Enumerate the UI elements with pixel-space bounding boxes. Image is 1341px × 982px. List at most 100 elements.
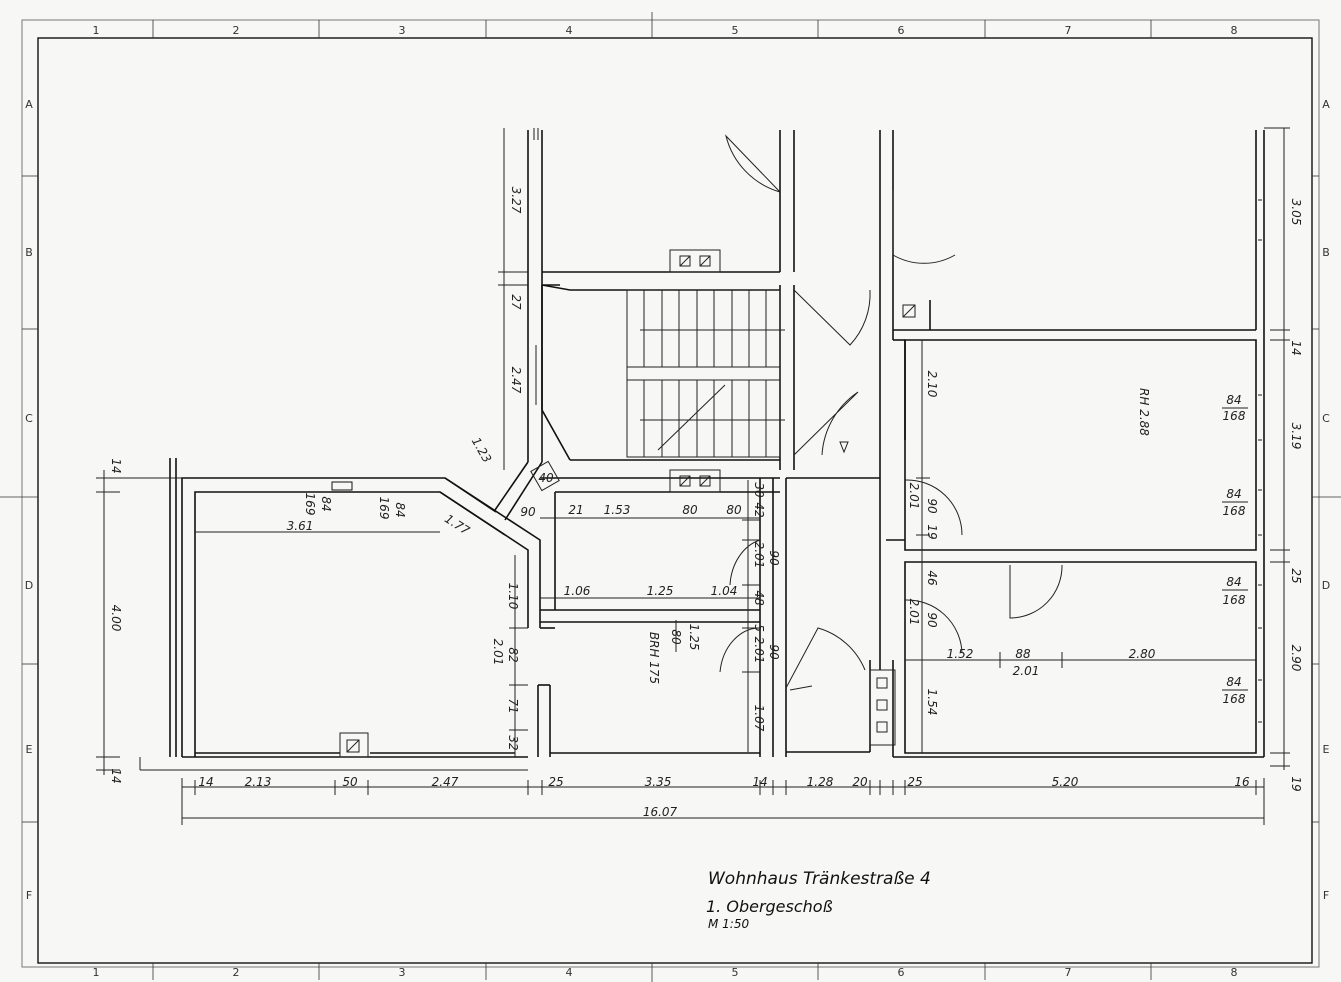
- col-label: 7: [1065, 24, 1072, 37]
- col-label: 2: [233, 24, 240, 37]
- row-label: A: [25, 98, 33, 111]
- dim-s5: 5: [752, 624, 766, 632]
- doors: [719, 134, 1063, 691]
- dim-bottom-128: 1.28: [807, 775, 834, 789]
- dim-s30: 30: [752, 482, 766, 498]
- dim-win-84-2: 84: [1226, 487, 1241, 501]
- dim-window-169a: 169: [303, 493, 317, 516]
- dim-s48: 48: [752, 590, 766, 606]
- dim-tower-2: 27: [509, 294, 523, 310]
- row-label: B: [1322, 246, 1330, 259]
- dim-win-84-1: 84: [1226, 393, 1241, 407]
- dim-r46: 46: [925, 570, 939, 586]
- dim-bottom-520: 5.20: [1052, 775, 1079, 789]
- col-label: 7: [1065, 966, 1072, 979]
- dim-s21: 21: [568, 503, 583, 517]
- dim-s80b: 80: [726, 503, 742, 517]
- dim-diag-177: 1.77: [442, 511, 472, 537]
- dim-right-290: 2.90: [1289, 645, 1303, 672]
- dim-bottom-16: 16: [1234, 775, 1250, 789]
- dim-total: 16.07: [643, 805, 678, 819]
- row-label: D: [25, 579, 33, 592]
- dim-right-14: 14: [1289, 340, 1303, 355]
- right-windows: [533, 128, 1262, 723]
- row-label: B: [25, 246, 33, 259]
- dim-win-84-4: 84: [1226, 675, 1241, 689]
- dim-win-168-1: 168: [1223, 409, 1246, 423]
- dim-r201e: 2.01: [907, 599, 921, 626]
- drawing-scale: M 1:50: [708, 917, 749, 931]
- dim-r90d: 90: [925, 498, 939, 514]
- dim-r210: 2.10: [925, 371, 939, 398]
- col-label: 1: [93, 24, 100, 37]
- dim-s201a: 2.01: [752, 542, 766, 569]
- dim-right-319: 3.19: [1289, 423, 1303, 450]
- dim-win-84-3: 84: [1226, 575, 1241, 589]
- dim-s201b: 2.01: [752, 637, 766, 664]
- dim-bottom-247: 2.47: [432, 775, 459, 789]
- dim-window-169b: 169: [377, 497, 391, 520]
- dim-s82: 82: [506, 647, 520, 662]
- dim-tower-3: 2.47: [509, 367, 523, 394]
- dim-left-bottom: 14: [109, 768, 123, 783]
- row-label: E: [1323, 743, 1330, 756]
- col-label: 6: [898, 966, 905, 979]
- col-label: 6: [898, 24, 905, 37]
- dim-s106: 1.06: [564, 584, 591, 598]
- dim-brh175: BRH 175: [647, 632, 661, 684]
- dim-left-height: 4.00: [109, 605, 123, 632]
- dim-bottom-25b: 25: [907, 775, 922, 789]
- dim-right-305: 3.05: [1289, 199, 1303, 226]
- col-label: 3: [399, 24, 406, 37]
- column-labels-top: 1 2 3 4 5 6 7 8: [93, 24, 1238, 37]
- dim-r201d: 2.01: [907, 483, 921, 510]
- dim-s201c: 2.01: [491, 639, 505, 666]
- dim-right-25: 25: [1289, 568, 1303, 583]
- col-label: 2: [233, 966, 240, 979]
- dim-s90: 90: [520, 505, 536, 519]
- dim-s153: 1.53: [604, 503, 631, 517]
- col-label: 5: [732, 966, 739, 979]
- dim-win-168-2: 168: [1223, 504, 1246, 518]
- drawing-title: Wohnhaus Tränkestraße 4: [708, 869, 931, 889]
- dim-r88: 88: [1015, 647, 1031, 661]
- dim-s42: 42: [752, 502, 766, 517]
- drawing-floor: 1. Obergeschoß: [706, 897, 833, 916]
- dim-rh288: RH 2.88: [1137, 388, 1151, 436]
- flues: [339, 249, 916, 758]
- dim-s107: 1.07: [752, 705, 766, 732]
- dim-r280: 2.80: [1129, 647, 1156, 661]
- dim-s104: 1.04: [711, 584, 738, 598]
- dimension-lines: [96, 127, 1290, 825]
- dim-s90b: 90: [767, 644, 781, 660]
- dim-bottom-14: 14: [198, 775, 213, 789]
- dim-bottom-213: 2.13: [245, 775, 272, 789]
- dim-bottom-25a: 25: [548, 775, 563, 789]
- dim-bottom-335: 3.35: [645, 775, 672, 789]
- dim-r19: 19: [925, 524, 939, 539]
- dim-s110: 1.10: [506, 583, 520, 610]
- row-labels-right: A B C D E F: [1322, 98, 1330, 902]
- dim-s71: 71: [506, 698, 520, 713]
- drawing-frame: [0, 12, 1341, 982]
- dim-win-168-3: 168: [1223, 593, 1246, 607]
- dim-s80: 80: [682, 503, 698, 517]
- col-label: 4: [566, 966, 573, 979]
- dim-bottom-50: 50: [342, 775, 358, 789]
- walls: [169, 130, 1265, 758]
- dim-r154: 1.54: [925, 689, 939, 716]
- dim-r201f: 2.01: [1013, 664, 1040, 678]
- dim-right-19: 19: [1289, 776, 1303, 791]
- dim-window-84a: 84: [319, 496, 333, 511]
- dimension-texts: 4.00 14 14 3.27 27 2.47 1.23 3.61 84 169…: [109, 187, 1303, 819]
- dim-diag-123: 1.23: [469, 435, 494, 465]
- row-label: E: [26, 743, 33, 756]
- col-label: 8: [1231, 966, 1238, 979]
- row-label: C: [1322, 412, 1330, 425]
- row-label: C: [25, 412, 33, 425]
- col-label: 4: [566, 24, 573, 37]
- col-label: 5: [732, 24, 739, 37]
- dim-left-top: 14: [109, 458, 123, 473]
- dim-s90a: 90: [767, 550, 781, 566]
- dim-s40: 40: [538, 471, 554, 485]
